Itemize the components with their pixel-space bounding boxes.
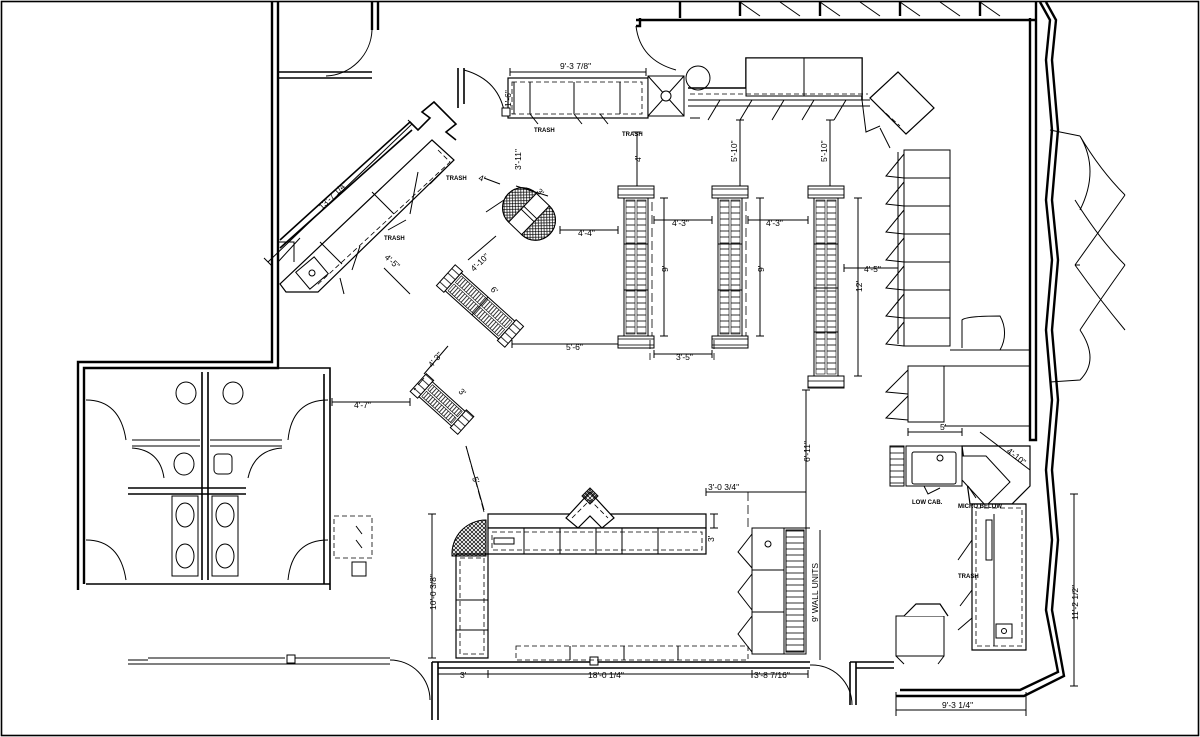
dimension-lines xyxy=(263,68,1078,716)
dim-gap-45-right: 4'-5" xyxy=(864,264,881,274)
trash-label: TRASH xyxy=(446,176,467,182)
wall-units-cabinet xyxy=(737,527,807,655)
dim-gap-35: 3'-5" xyxy=(676,352,693,362)
right-wall-units xyxy=(884,149,1031,427)
dim-aisle-a: 3'-11" xyxy=(513,149,523,170)
dim-gap-5: 5' xyxy=(470,475,482,485)
dim-h3: 3' xyxy=(706,535,716,542)
diagonal-gondola-small xyxy=(409,372,475,436)
gondola-shelves xyxy=(617,185,845,389)
guide-lines xyxy=(413,202,807,528)
dim-top-counter-depth: 1'-6" xyxy=(503,90,513,107)
trash-label: TRASH xyxy=(384,236,405,242)
low-cab-label: LOW CAB. xyxy=(912,500,943,506)
kitchenette: LOW CAB. MICRO BELOW TRASH xyxy=(889,445,1031,665)
dim-small-3: 3' xyxy=(457,386,469,398)
dim-bottom-3: 3' xyxy=(460,670,467,680)
dim-aisle-b: 4' xyxy=(633,155,643,162)
dim-gap-47: 4'-7" xyxy=(354,400,371,410)
gondola-1 xyxy=(617,185,655,349)
dim-v10: 10'-0 3/8" xyxy=(428,574,438,610)
dim-right-93: 9'-3 1/4" xyxy=(942,700,973,710)
dim-bottom-38: 3'-8 7/16" xyxy=(754,670,790,680)
trash-label: TRASH xyxy=(534,128,555,134)
dim-aisle-c: 5'-10" xyxy=(729,140,739,162)
exterior-walls xyxy=(76,1,1126,720)
l-counter xyxy=(451,487,749,661)
dim-right-112: 11'-2 1/2" xyxy=(1070,585,1080,620)
dim-bottom-18: 18'-0 1/4" xyxy=(588,670,624,680)
dim-gap-4-top: 4' xyxy=(477,172,487,184)
dim-h30: 3'-0 3/4" xyxy=(708,482,739,492)
diagonal-counter: TRASH TRASH xyxy=(277,100,467,295)
entry-doors xyxy=(325,25,677,117)
trash-label: TRASH xyxy=(622,132,643,138)
trash-label: TRASH xyxy=(958,574,979,580)
gondola-2 xyxy=(711,185,749,349)
top-wall-units xyxy=(688,57,935,149)
wall-units-label: 9' WALL UNITS xyxy=(810,563,820,622)
dim-gap-45-left: 4'-5" xyxy=(383,252,402,271)
dim-run-12: 12' xyxy=(854,281,864,292)
dim-gap-44: 4'-4" xyxy=(578,228,595,238)
dim-gap-410: 4'-10" xyxy=(468,251,491,273)
dim-gap-a: 4'-3" xyxy=(672,218,689,228)
dim-gap-b: 4'-3" xyxy=(766,218,783,228)
dim-oval: 3' xyxy=(535,186,547,198)
dim-top-counter-width: 9'-3 7/8" xyxy=(560,61,591,71)
dim-run-6: 6' xyxy=(489,284,501,296)
dim-run-b: 9' xyxy=(756,265,766,272)
dimension-text: 9'-3 7/8" 1'-6" 13'-7 1/4" 3'-11" 4' 5'-… xyxy=(316,61,1080,710)
diagonal-gondola-large xyxy=(435,264,525,348)
top-counter: TRASH TRASH xyxy=(501,65,711,138)
dim-right-5: 5' xyxy=(940,422,947,432)
gondola-3 xyxy=(807,185,845,389)
dim-aisle-d: 5'-10" xyxy=(819,140,829,162)
restroom-block xyxy=(85,367,373,590)
dim-diag-counter: 13'-7 1/4" xyxy=(316,179,349,211)
dim-run-a: 9' xyxy=(660,265,670,272)
oval-display xyxy=(502,187,556,241)
dim-v611: 6'-11" xyxy=(802,441,812,462)
micro-below-label: MICRO BELOW xyxy=(958,504,1002,510)
dim-gap-56: 5'-6" xyxy=(566,342,583,352)
